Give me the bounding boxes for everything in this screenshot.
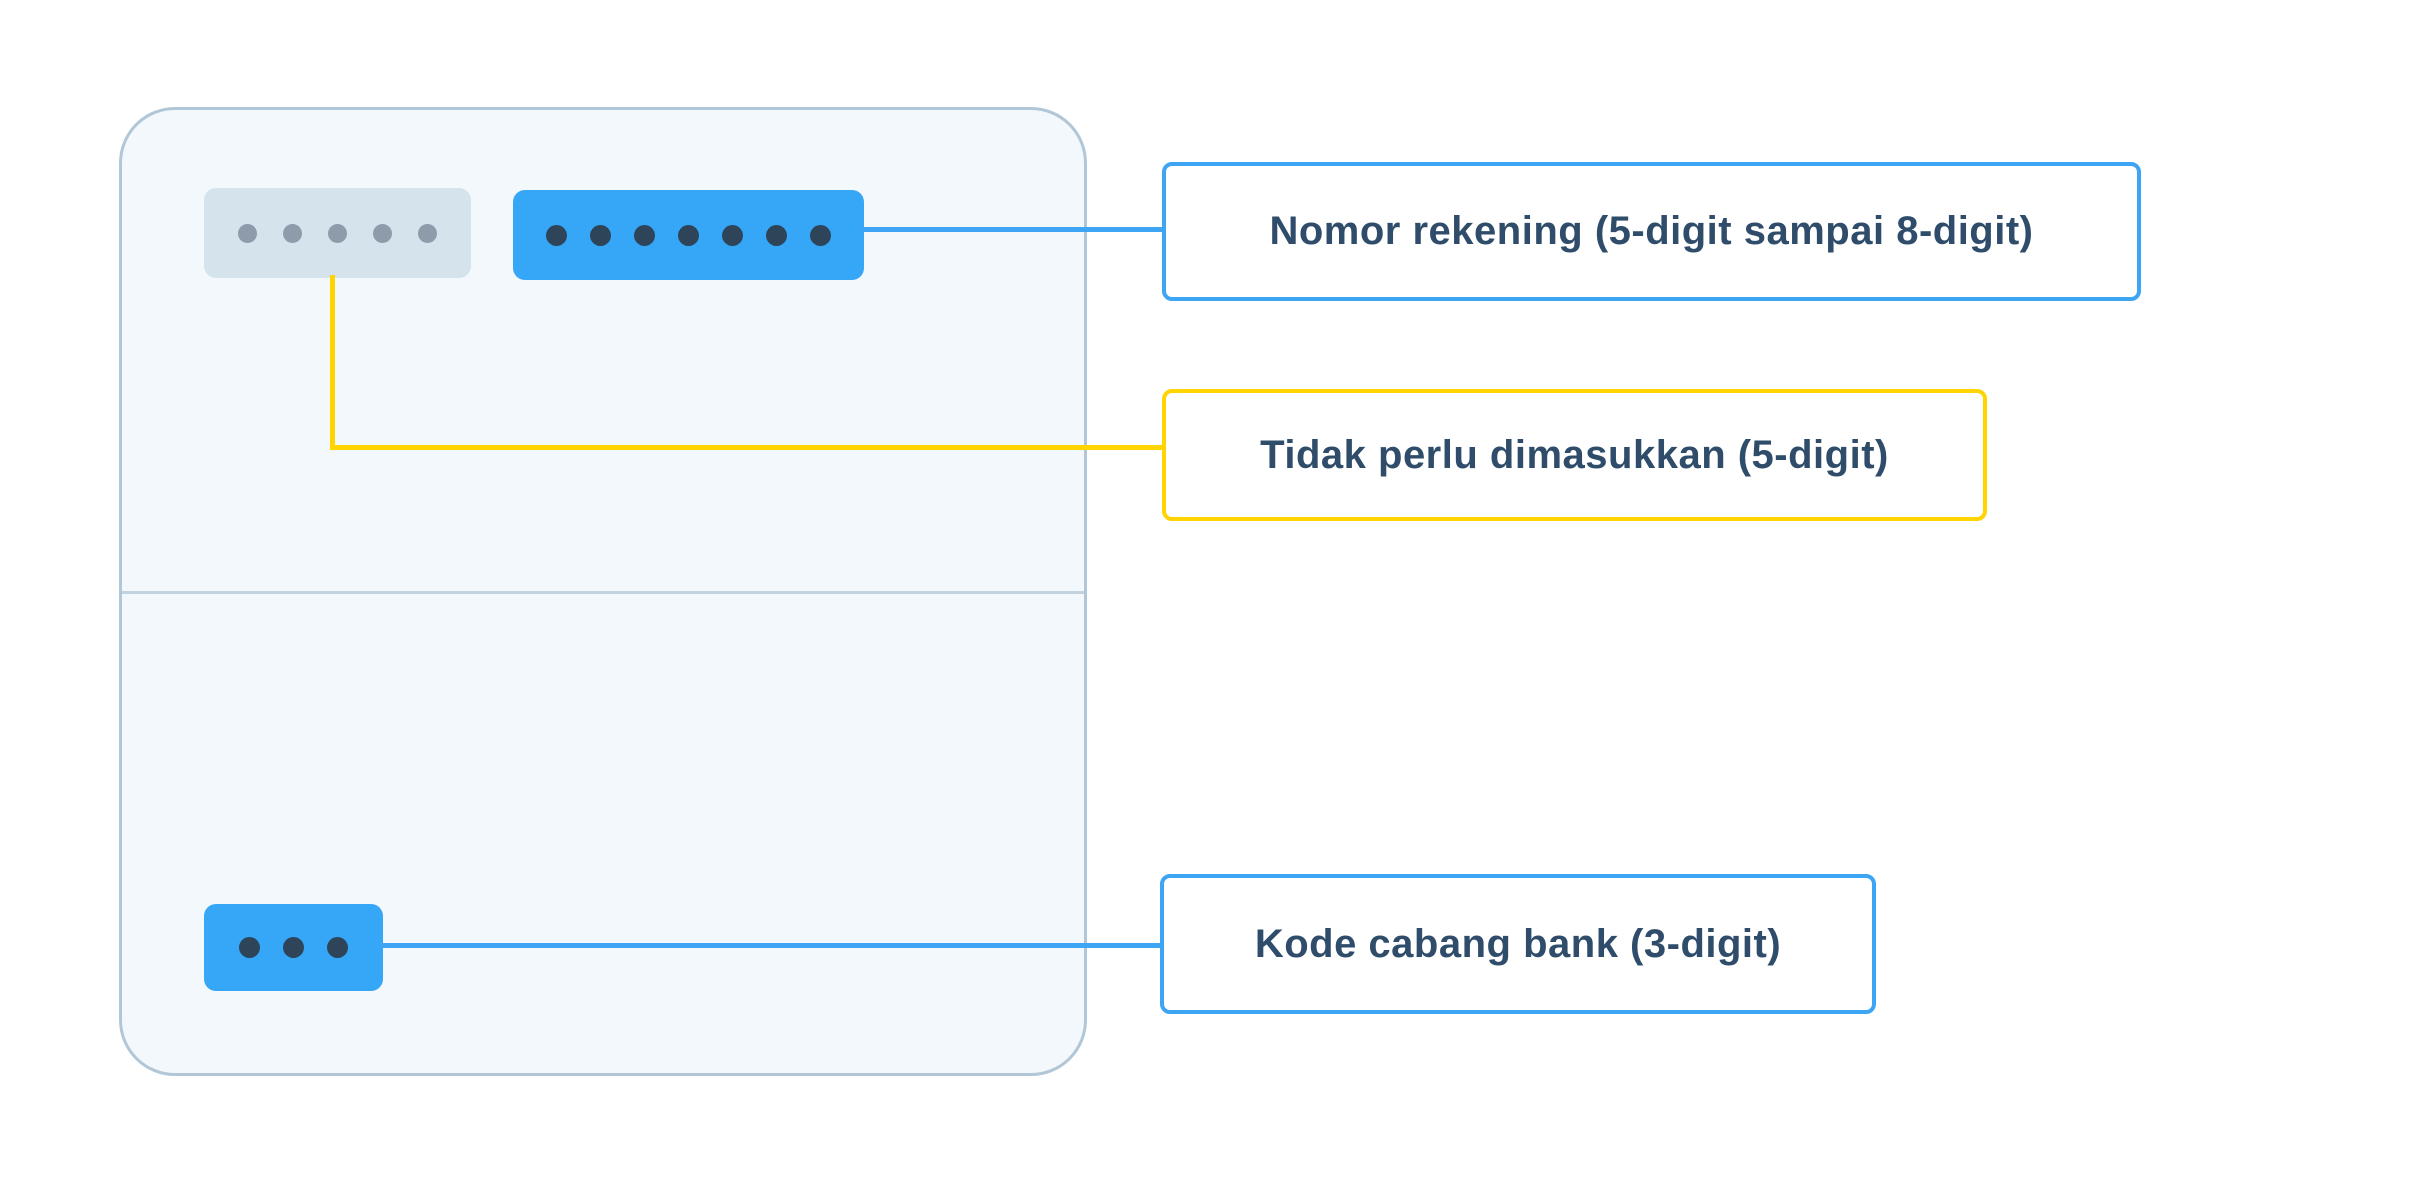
dot-icon bbox=[766, 224, 787, 246]
account-number-dots bbox=[546, 224, 831, 246]
masked-digits-pill bbox=[204, 188, 471, 278]
branch-code-pill bbox=[204, 904, 383, 991]
dot-icon bbox=[810, 224, 831, 246]
dot-icon bbox=[590, 224, 611, 246]
dot-icon bbox=[722, 224, 743, 246]
callout-kode-cabang-bank-label: Kode cabang bank (3-digit) bbox=[1254, 921, 1782, 966]
dot-icon bbox=[678, 224, 699, 246]
connector-masked-vertical bbox=[330, 275, 335, 450]
callout-kode-cabang-bank: Kode cabang bank (3-digit) bbox=[1160, 874, 1876, 1014]
dot-icon bbox=[373, 223, 392, 243]
connector-account-number bbox=[861, 227, 1162, 232]
callout-tidak-perlu-dimasukkan: Tidak perlu dimasukkan (5-digit) bbox=[1162, 389, 1987, 521]
dot-icon bbox=[328, 223, 347, 243]
callout-nomor-rekening-label: Nomor rekening (5-digit sampai 8-digit) bbox=[1269, 209, 2034, 253]
dot-icon bbox=[283, 223, 302, 243]
dot-icon bbox=[283, 937, 304, 958]
branch-code-dots bbox=[239, 937, 348, 958]
card-divider bbox=[122, 591, 1084, 594]
dot-icon bbox=[418, 223, 437, 243]
cheque-card bbox=[119, 107, 1087, 1076]
callout-tidak-perlu-dimasukkan-label: Tidak perlu dimasukkan (5-digit) bbox=[1260, 432, 1889, 477]
dot-icon bbox=[239, 937, 260, 958]
dot-icon bbox=[634, 224, 655, 246]
dot-icon bbox=[546, 224, 567, 246]
dot-icon bbox=[327, 937, 348, 958]
dot-icon bbox=[238, 223, 257, 243]
connector-masked-horizontal bbox=[330, 445, 1162, 450]
callout-nomor-rekening: Nomor rekening (5-digit sampai 8-digit) bbox=[1162, 162, 2141, 301]
account-number-pill bbox=[513, 190, 864, 280]
masked-digits-dots bbox=[238, 223, 437, 243]
connector-branch-code bbox=[380, 943, 1160, 948]
